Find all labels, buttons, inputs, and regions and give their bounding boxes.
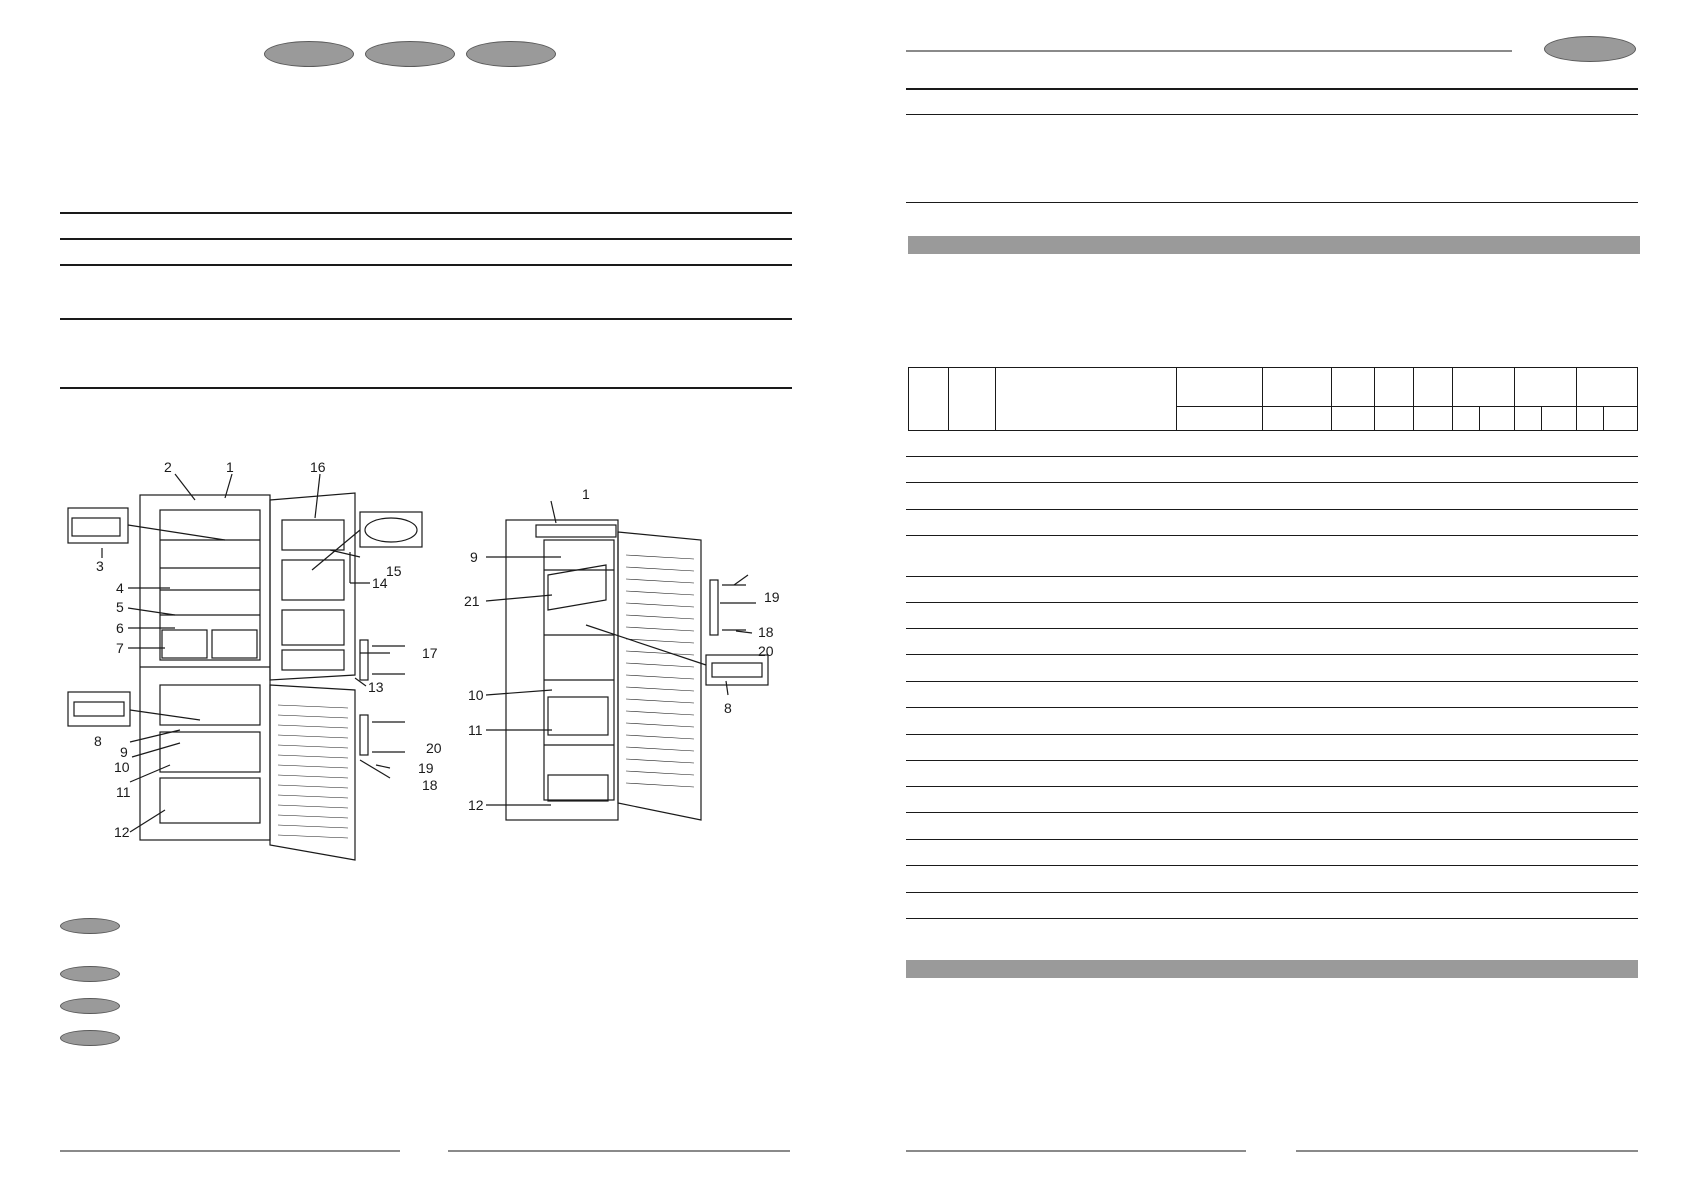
table-row: [906, 786, 1638, 787]
rule: [60, 318, 792, 320]
table-row: [906, 681, 1638, 682]
rule: [906, 202, 1638, 203]
footer-rule: [448, 1150, 790, 1152]
callout-8: 8: [94, 733, 102, 749]
callout-16: 16: [310, 460, 326, 475]
callout-18: 18: [422, 777, 438, 793]
language-pill-2[interactable]: [365, 41, 455, 67]
freezer-callout-10: 10: [468, 687, 484, 703]
table-row: [906, 602, 1638, 603]
rule: [60, 387, 792, 389]
rule: [60, 238, 792, 240]
footer-rule: [60, 1150, 400, 1152]
callout-1: 1: [226, 460, 234, 475]
rule: [906, 114, 1638, 115]
callout-6: 6: [116, 620, 124, 636]
language-pill-1[interactable]: [264, 41, 354, 67]
section-bar: [908, 236, 1640, 254]
callout-20: 20: [426, 740, 442, 756]
language-pill-3[interactable]: [466, 41, 556, 67]
callout-14: 14: [372, 575, 388, 591]
callout-2: 2: [164, 460, 172, 475]
callout-7: 7: [116, 640, 124, 656]
freezer-callout-9: 9: [470, 549, 478, 565]
rule: [906, 88, 1638, 90]
callout-12: 12: [114, 824, 130, 840]
freezer-callout-11: 11: [468, 722, 483, 738]
language-pill[interactable]: [1544, 36, 1636, 62]
callout-13: 13: [368, 679, 384, 695]
table-row: [906, 576, 1638, 577]
table-row: [906, 628, 1638, 629]
callout-19: 19: [418, 760, 434, 776]
legend-pill-3[interactable]: [60, 998, 120, 1014]
upright-freezer-diagram: 1 9 21 19 18 20 10 8 11 12: [464, 486, 780, 821]
callout-10: 10: [114, 759, 130, 775]
legend-pill-1[interactable]: [60, 918, 120, 934]
fridge-freezer-diagram: 2 1 16 3 15 4 5 14 6 7 17 13 8 9 20 10 1…: [67, 460, 442, 861]
table-row: [906, 482, 1638, 483]
table-row: [906, 892, 1638, 893]
callout-9: 9: [120, 744, 128, 760]
rule: [60, 212, 792, 214]
footer-rule: [906, 1150, 1246, 1152]
callout-5: 5: [116, 599, 124, 615]
table-row: [906, 865, 1638, 866]
freezer-callout-12: 12: [468, 797, 484, 813]
table-row: [906, 839, 1638, 840]
freezer-callout-18: 18: [758, 624, 774, 640]
callout-4: 4: [116, 580, 124, 596]
callout-17: 17: [422, 645, 438, 661]
section-bar: [906, 960, 1638, 978]
table-row: [906, 760, 1638, 761]
freezer-callout-21: 21: [464, 593, 480, 609]
table-row: [906, 918, 1638, 919]
table-row: [906, 812, 1638, 813]
table-row: [906, 734, 1638, 735]
legend-pill-2[interactable]: [60, 966, 120, 982]
table-row: [906, 456, 1638, 457]
footer-rule: [1296, 1150, 1638, 1152]
freezer-callout-8: 8: [724, 700, 732, 716]
freezer-callout-20: 20: [758, 643, 774, 659]
callout-11: 11: [116, 784, 131, 800]
rule: [60, 264, 792, 266]
header-rule: [906, 50, 1512, 52]
callout-3: 3: [96, 558, 104, 574]
table-row: [906, 509, 1638, 510]
legend-pill-4[interactable]: [60, 1030, 120, 1046]
table-row: [906, 707, 1638, 708]
freezer-callout-19: 19: [764, 589, 780, 605]
table-row: [906, 654, 1638, 655]
freezer-callout-1: 1: [582, 486, 590, 502]
table-row: [906, 535, 1638, 536]
callout-15: 15: [386, 563, 402, 579]
